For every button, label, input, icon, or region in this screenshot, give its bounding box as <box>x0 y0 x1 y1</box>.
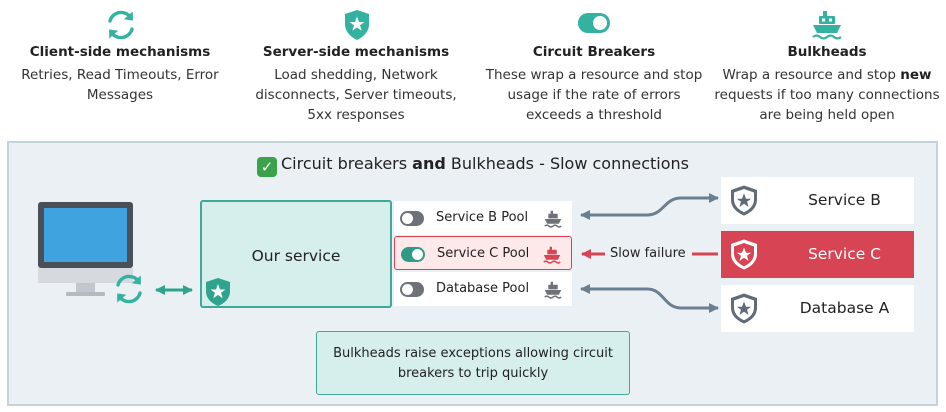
legend-title: Circuit Breakers <box>532 44 656 60</box>
client-refresh-icon <box>116 274 142 304</box>
shield-star-icon <box>731 185 757 216</box>
pool-service-b: Service B Pool <box>394 201 572 235</box>
refresh-icon <box>108 10 134 40</box>
pool-db-arrow <box>580 284 719 313</box>
pool-b-arrow <box>580 193 719 220</box>
bulkhead-ship-icon <box>544 281 562 299</box>
pool-database: Database Pool <box>394 272 572 306</box>
checkmark-icon: ✓ <box>257 157 277 177</box>
computer-icon <box>38 202 133 296</box>
shield-star-icon <box>345 10 369 40</box>
panel-title: ✓Circuit breakers and Bulkheads - Slow c… <box>0 154 946 177</box>
legend-title: Bulkheads <box>787 44 867 60</box>
pool-service-c: Service C Pool <box>394 236 572 270</box>
service-label: Database A <box>799 299 890 317</box>
service-c: Service C <box>721 231 914 278</box>
service-database-a: Database A <box>721 285 914 332</box>
shield-star-icon <box>206 278 230 306</box>
our-service-label: Our service <box>251 247 341 265</box>
bulkhead-ship-icon <box>543 246 561 264</box>
legend-text: Wrap a resource and stop new requests if… <box>714 67 940 123</box>
bulkhead-callout: Bulkheads raise exceptions allowing circ… <box>316 331 630 395</box>
circuit-breaker-toggle[interactable] <box>400 282 424 297</box>
shield-star-icon <box>731 239 757 270</box>
slow-failure-label: Slow failure <box>610 246 686 261</box>
legend-text: Load shedding, Network disconnects, Serv… <box>255 67 457 123</box>
circuit-breaker-toggle[interactable] <box>400 211 424 226</box>
pool-label: Database Pool <box>436 281 530 296</box>
our-service-box: Our service <box>200 200 392 308</box>
toggle-switch-icon <box>578 13 610 33</box>
pool-label: Service C Pool <box>437 246 530 261</box>
service-b: Service B <box>721 177 914 224</box>
ship-icon <box>812 11 842 40</box>
shield-star-icon <box>731 293 757 324</box>
service-label: Service C <box>807 245 882 263</box>
pool-label: Service B Pool <box>436 210 529 225</box>
bulkhead-ship-icon <box>544 210 562 228</box>
legend-title: Client-side mechanisms <box>29 44 211 60</box>
legend-text: These wrap a resource and stop usage if … <box>485 67 703 123</box>
legend-text: Retries, Read Timeouts, Error Messages <box>21 67 219 103</box>
circuit-breaker-toggle[interactable] <box>401 247 425 262</box>
legend-title: Server-side mechanisms <box>262 44 450 60</box>
service-label: Service B <box>808 191 881 209</box>
